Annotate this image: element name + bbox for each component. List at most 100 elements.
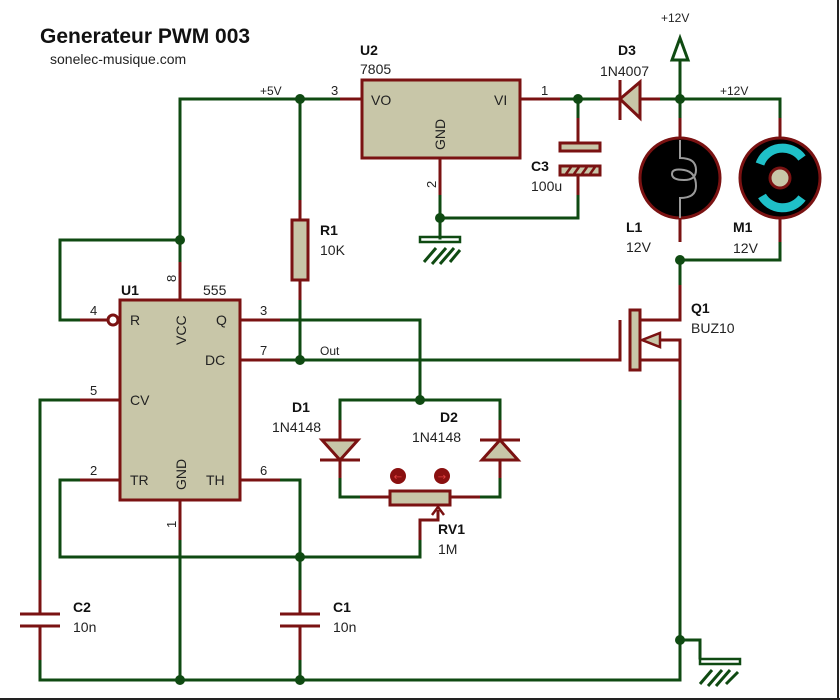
component-value: 1N4007 [600,63,649,79]
junction-dot [175,675,185,685]
motor-brush-bottom [758,193,806,213]
pin-name: TH [206,472,225,488]
wire-12v-bus [678,97,782,120]
component-ref: D1 [292,399,310,415]
pin-name: GND [432,119,448,150]
component-ref: D2 [440,409,458,425]
capacitor-c1[interactable]: C1 10n [280,590,356,660]
component-value: 555 [203,282,227,298]
component-value: 10K [320,242,346,258]
wire-q-output [278,318,422,402]
timer-u1[interactable]: U1 555 4 8 3 7 5 2 6 1 R VCC Q DC CV TR … [80,262,280,540]
decrease-button[interactable] [390,468,406,484]
timer-body [118,298,242,502]
component-ref: C2 [73,599,91,615]
pin-name: R [130,312,140,328]
potentiometer-rv1[interactable]: ← → RV1 1M [360,468,480,557]
net-label-5v: +5V [260,84,282,98]
pin-number: 8 [164,275,179,282]
pin-name: GND [173,459,189,490]
component-ref: U1 [121,282,139,298]
component-value: 10n [73,619,96,635]
wire-cv [38,398,82,582]
diode-d3[interactable]: D3 1N4007 [600,42,660,122]
wire-wiper-trigger [58,478,422,559]
motor-brush-top [755,143,806,166]
junction-dot [435,213,445,223]
wire-threshold [278,478,302,592]
source-lead [654,338,682,360]
pin-number: 6 [260,463,267,478]
pin-name: VO [371,92,391,108]
component-value: 12V [626,239,652,255]
junction-dot [675,635,685,645]
diode-triangle [318,438,362,463]
junction-dot [573,94,583,104]
mosfet-q1[interactable]: Q1 BUZ10 [580,285,735,400]
potentiometer-body [388,489,452,507]
regulator-body [360,78,522,160]
component-ref: C3 [531,158,549,174]
junction-dot [175,235,185,245]
diode-triangle [617,78,642,122]
junction-dot [295,675,305,685]
lamp-l1[interactable]: L1 12V [626,118,722,255]
junction-dot [675,94,685,104]
capacitor-c2[interactable]: C2 10n [20,580,96,660]
junction-dot [415,395,425,405]
regulator-u2[interactable]: U2 7805 3 1 2 VO VI GND [331,42,560,195]
pin-name: TR [130,472,149,488]
capacitor-plate-positive [558,141,602,153]
gate-lead [580,320,622,362]
junction-dot [295,94,305,104]
ground-icon [418,235,462,265]
component-ref: RV1 [438,521,465,537]
drain-lead [640,285,682,322]
wire-d2-pot [478,476,502,499]
net-label-12v-bus: +12V [720,84,748,98]
wire-reset-loop [58,238,182,322]
component-ref: Q1 [691,300,710,316]
power-12v-terminal: +12V [661,11,691,62]
diode-d2[interactable]: D2 1N4148 [412,409,522,478]
diode-triangle [478,437,522,462]
pin-number: 4 [90,303,97,318]
junction-dot [675,255,685,265]
component-ref: U2 [360,42,378,58]
motor-m1[interactable]: M1 12V [733,118,822,256]
page-subtitle: sonelec-musique.com [50,51,186,67]
junctions [175,94,685,685]
net-label-12v: +12V [661,11,689,25]
power-arrow-icon [669,33,691,62]
wire-ground-rail [38,618,682,682]
component-value: 10n [333,619,356,635]
component-value: 1M [438,541,457,557]
component-value: 1N4148 [412,429,461,445]
capacitor-c3[interactable]: C3 100u [531,118,602,195]
wiper-lead [418,510,440,540]
wire-d1-pot [338,476,362,499]
arrow-right-icon: → [438,472,446,483]
arrow-left-icon: ← [394,472,402,483]
mosfet-arrow-icon [638,331,662,349]
pin-number: 1 [541,83,548,98]
pin-number: 2 [90,463,97,478]
component-ref: L1 [626,219,643,235]
junction-dot [295,355,305,365]
inverted-pin-bubble [106,313,120,327]
resistor-r1[interactable]: R1 10K [290,200,346,300]
wire-load-bottom [678,238,782,262]
wire-5v-bus [178,97,342,242]
pin-name: Q [216,312,227,328]
pin-name: VCC [173,315,189,345]
component-ref: C1 [333,599,351,615]
wiper-arrow-icon [431,504,445,516]
increase-button[interactable] [434,468,450,484]
pin-number: 7 [260,343,267,358]
diode-d1[interactable]: D1 1N4148 [272,399,362,478]
junction-dot [295,552,305,562]
resistor-body [290,218,310,282]
component-value: 12V [733,240,759,256]
page-title: Generateur PWM 003 [40,25,250,48]
